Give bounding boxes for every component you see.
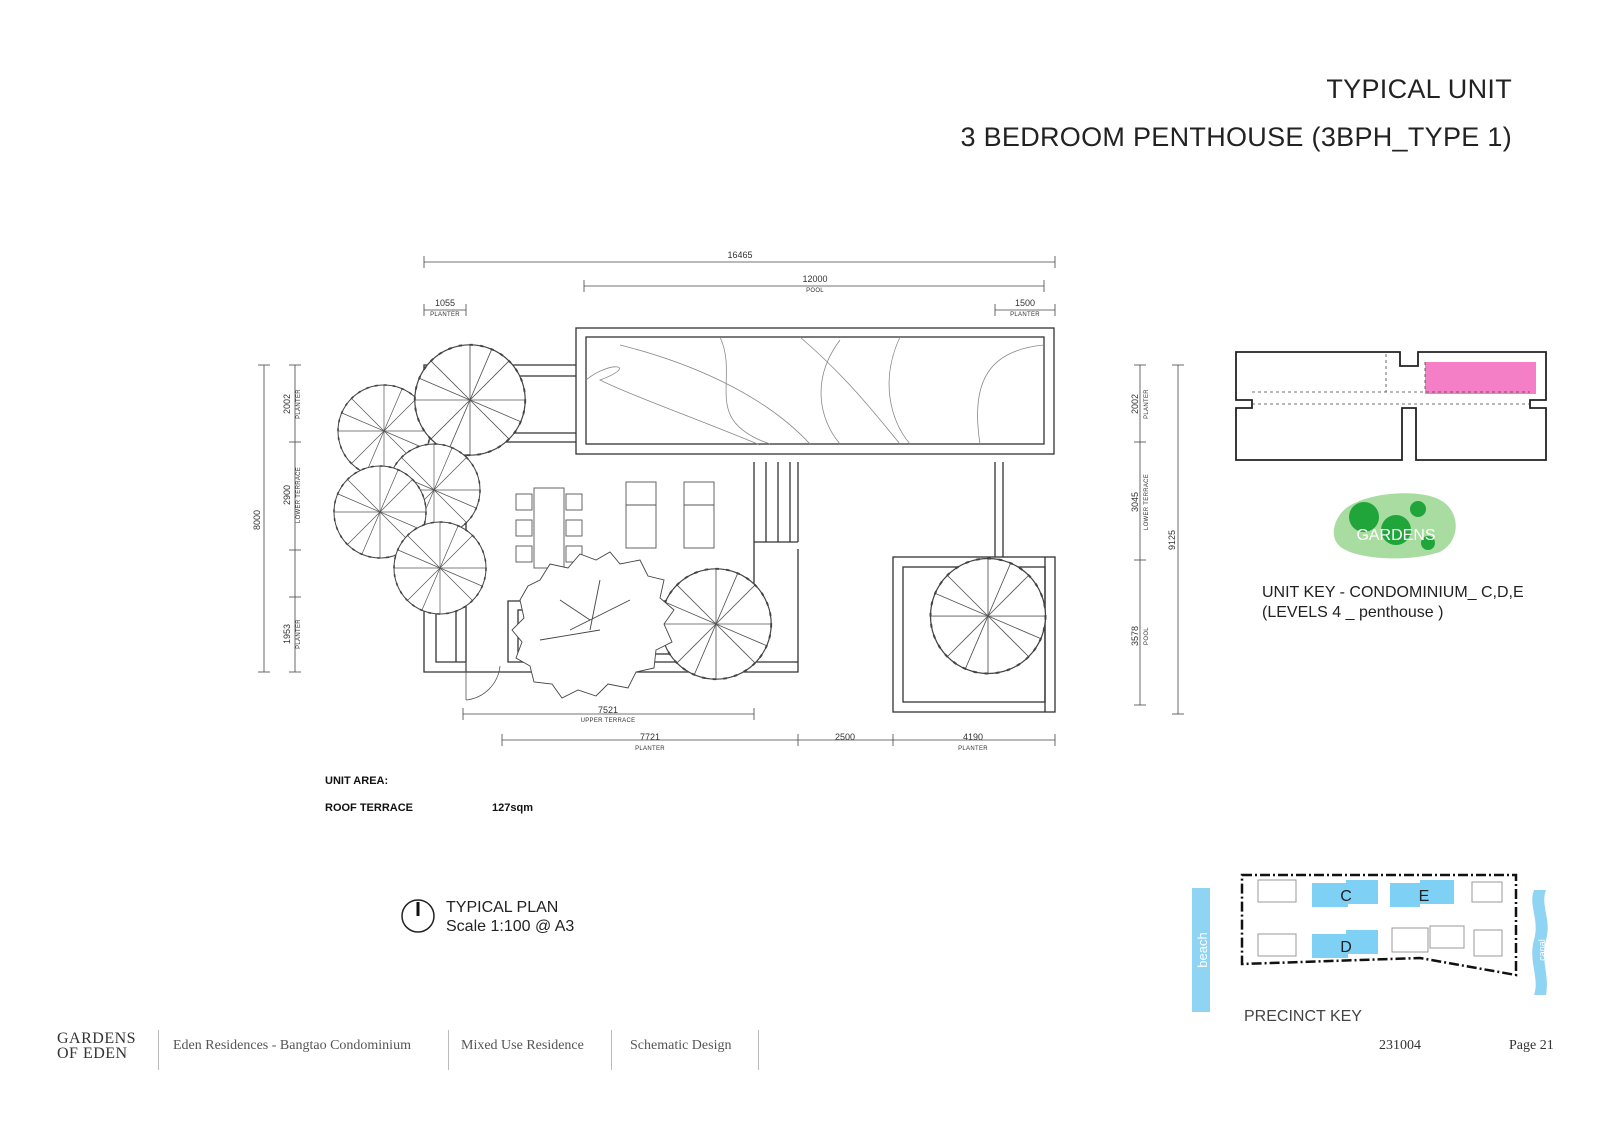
precinct-block-e: E — [1419, 888, 1430, 905]
shrub-cluster — [511, 551, 675, 699]
dim-upper-terrace-label: UPPER TERRACE — [581, 718, 636, 724]
door-swing — [465, 662, 501, 701]
plan-title-scale: Scale 1:100 @ A3 — [446, 918, 575, 935]
dim-pool-width: 12000 — [802, 274, 827, 284]
precinct-block-d: D — [1340, 939, 1352, 956]
precinct-key-map — [1192, 873, 1548, 1012]
dim-upper-terrace: 7521 — [598, 705, 618, 715]
dim-bottom-gap: 2500 — [835, 732, 855, 742]
gardens-of-eden-logo: GARDENS OF EDEN — [57, 1030, 137, 1062]
canal-strip — [1532, 890, 1548, 995]
dim-left-total: 8000 — [252, 510, 262, 530]
footer-divider — [448, 1030, 449, 1070]
footer-divider — [158, 1030, 159, 1070]
top-dimensions — [423, 256, 1056, 316]
dim-left-planter-bottom-label: PLANTER — [296, 619, 302, 649]
dim-left-lower-terrace-label: LOWER TERRACE — [296, 467, 302, 523]
left-dimensions — [258, 364, 301, 673]
dim-bottom-planter-left: 7721 — [640, 732, 660, 742]
precinct-block-c: C — [1340, 888, 1352, 905]
dim-right-lower-terrace-label: LOWER TERRACE — [1144, 474, 1150, 530]
right-dimensions — [1134, 364, 1184, 715]
precinct-key-label: PRECINCT KEY — [1244, 1008, 1362, 1025]
footer-type: Mixed Use Residence — [461, 1038, 584, 1053]
dim-left-planter-top: 2002 — [282, 394, 292, 414]
sheet-title: TYPICAL UNIT — [1326, 74, 1512, 104]
footer-project: Eden Residences - Bangtao Condominium — [173, 1038, 411, 1053]
terrace-furniture — [515, 481, 715, 569]
gardens-label: GARDENS — [1356, 527, 1435, 544]
unit-key-line2: (LEVELS 4 _ penthouse ) — [1262, 604, 1444, 621]
pool-water-pattern — [585, 336, 1045, 446]
dim-planter-right: 1500 — [1015, 298, 1035, 308]
dim-right-planter-top: 2002 — [1130, 394, 1140, 414]
dim-left-planter-top-label: PLANTER — [296, 389, 302, 419]
unit-key-text: UNIT KEY - CONDOMINIUM_ C,D,E (LEVELS 4 … — [1262, 583, 1524, 623]
dim-bottom-planter-left-label: PLANTER — [635, 746, 665, 752]
footer-page-number: Page 21 — [1509, 1038, 1554, 1053]
logo-line1: GARDENS — [57, 1030, 137, 1047]
footer-divider — [758, 1030, 759, 1070]
roof-terrace-label: ROOF TERRACE — [325, 802, 413, 814]
dim-planter-left-label: PLANTER — [430, 312, 460, 318]
dim-overall-width: 16465 — [727, 250, 752, 260]
roof-terrace-value: 127sqm — [492, 802, 533, 814]
dim-right-pool: 3578 — [1130, 626, 1140, 646]
dim-planter-left: 1055 — [435, 298, 455, 308]
footer-date-code: 231004 — [1379, 1038, 1421, 1053]
dim-right-pool-label: POOL — [1144, 627, 1150, 645]
plan-title: TYPICAL PLAN Scale 1:100 @ A3 — [446, 898, 574, 936]
dim-left-lower-terrace: 2900 — [282, 485, 292, 505]
north-arrow-icon — [401, 899, 435, 933]
dim-bottom-planter-right-label: PLANTER — [958, 746, 988, 752]
dim-pool-label: POOL — [806, 288, 824, 294]
dim-planter-right-label: PLANTER — [1010, 312, 1040, 318]
dim-right-planter-top-label: PLANTER — [1144, 389, 1150, 419]
dim-right-total: 9125 — [1167, 530, 1177, 550]
beach-strip — [1192, 888, 1210, 1012]
unit-area-heading: UNIT AREA: — [325, 775, 389, 787]
beach-label: beach — [1195, 932, 1210, 967]
canal-label: canal — [1537, 939, 1547, 961]
plan-title-name: TYPICAL PLAN — [446, 899, 559, 916]
dim-bottom-planter-right: 4190 — [963, 732, 983, 742]
dim-left-planter-bottom: 1953 — [282, 624, 292, 644]
unit-key-line1: UNIT KEY - CONDOMINIUM_ C,D,E — [1262, 584, 1524, 601]
gardens-graphic — [1333, 493, 1456, 559]
footer-divider — [611, 1030, 612, 1070]
sheet-subtitle: 3 BEDROOM PENTHOUSE (3BPH_TYPE 1) — [960, 122, 1512, 152]
bottom-dimensions — [462, 708, 1056, 746]
unit-key-plan — [1235, 351, 1547, 461]
highlighted-unit — [1425, 362, 1536, 394]
footer-stage: Schematic Design — [630, 1038, 732, 1053]
dim-right-lower-terrace: 3045 — [1130, 492, 1140, 512]
logo-line2: OF EDEN — [57, 1045, 128, 1062]
